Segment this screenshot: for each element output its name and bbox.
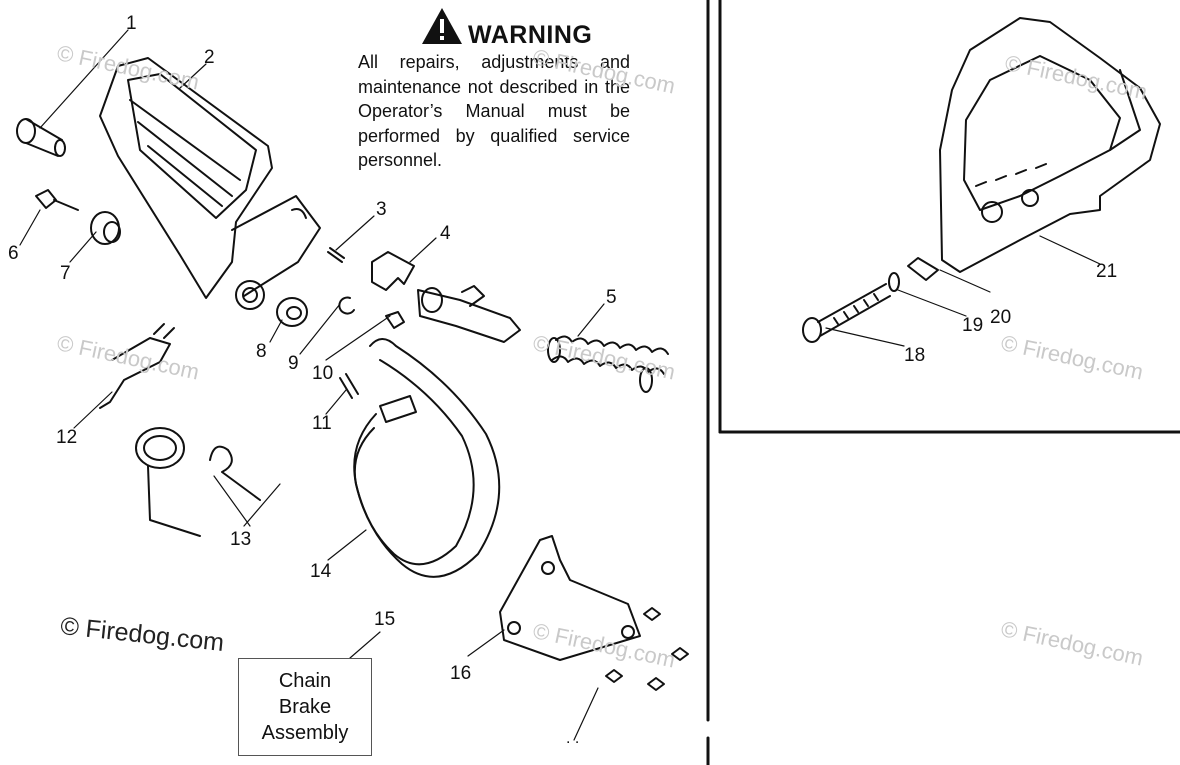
part-9-clip <box>338 296 355 315</box>
part-16-plate <box>499 535 641 661</box>
callout-7: 7 <box>60 263 71 284</box>
part-12-bracket <box>99 323 175 409</box>
truncated-callout: . . <box>566 730 580 747</box>
assembly-line-1: Chain <box>278 670 332 692</box>
callout-5: 5 <box>606 287 617 308</box>
callout-3: 3 <box>376 199 387 220</box>
assembly-line-2: Brake <box>278 696 332 718</box>
part-1-pin <box>16 118 66 157</box>
chain-brake-assembly-box: Chain Brake Assembly <box>238 658 372 756</box>
callout-20: 20 <box>990 307 1012 328</box>
part-5-spring <box>547 335 669 393</box>
callout-11: 11 <box>312 413 332 434</box>
warning-triangle-icon <box>422 8 462 44</box>
callout-19: 19 <box>962 315 984 336</box>
callout-13: 13 <box>230 529 252 550</box>
warning-title: WARNING <box>468 21 593 49</box>
part-13-springs <box>135 427 261 537</box>
callout-18: 18 <box>904 345 926 366</box>
callout-12: 12 <box>56 427 78 448</box>
callout-21: 21 <box>1096 261 1118 282</box>
callout-16: 16 <box>450 663 472 684</box>
warning-text: All repairs, adjustments and maintenance… <box>358 52 630 170</box>
callout-14: 14 <box>310 561 332 582</box>
callout-1: 1 <box>126 13 137 34</box>
callout-2: 2 <box>204 47 215 68</box>
part-14-brake-band <box>353 338 501 578</box>
part-17-screws <box>605 607 689 691</box>
part-7-bushing <box>90 211 121 245</box>
part-6-screw <box>35 189 79 211</box>
part-11-pin <box>339 373 359 399</box>
callout-4: 4 <box>440 223 451 244</box>
part-4-lever <box>371 251 521 343</box>
leader-lines <box>19 29 1101 741</box>
part-21-housing <box>939 17 1161 273</box>
callout-6: 6 <box>8 243 19 264</box>
part-3-pin <box>327 247 345 263</box>
part-19-washer <box>888 272 900 292</box>
part-8-bushing <box>276 297 308 327</box>
part-20-plate <box>907 257 939 281</box>
callout-10: 10 <box>312 363 334 384</box>
part-10-rivet <box>385 311 405 329</box>
callout-9: 9 <box>288 353 299 374</box>
callout-15: 15 <box>374 609 396 630</box>
part-2-hand-guard <box>99 57 321 310</box>
callout-8: 8 <box>256 341 267 362</box>
assembly-line-3: Assembly <box>261 722 349 744</box>
